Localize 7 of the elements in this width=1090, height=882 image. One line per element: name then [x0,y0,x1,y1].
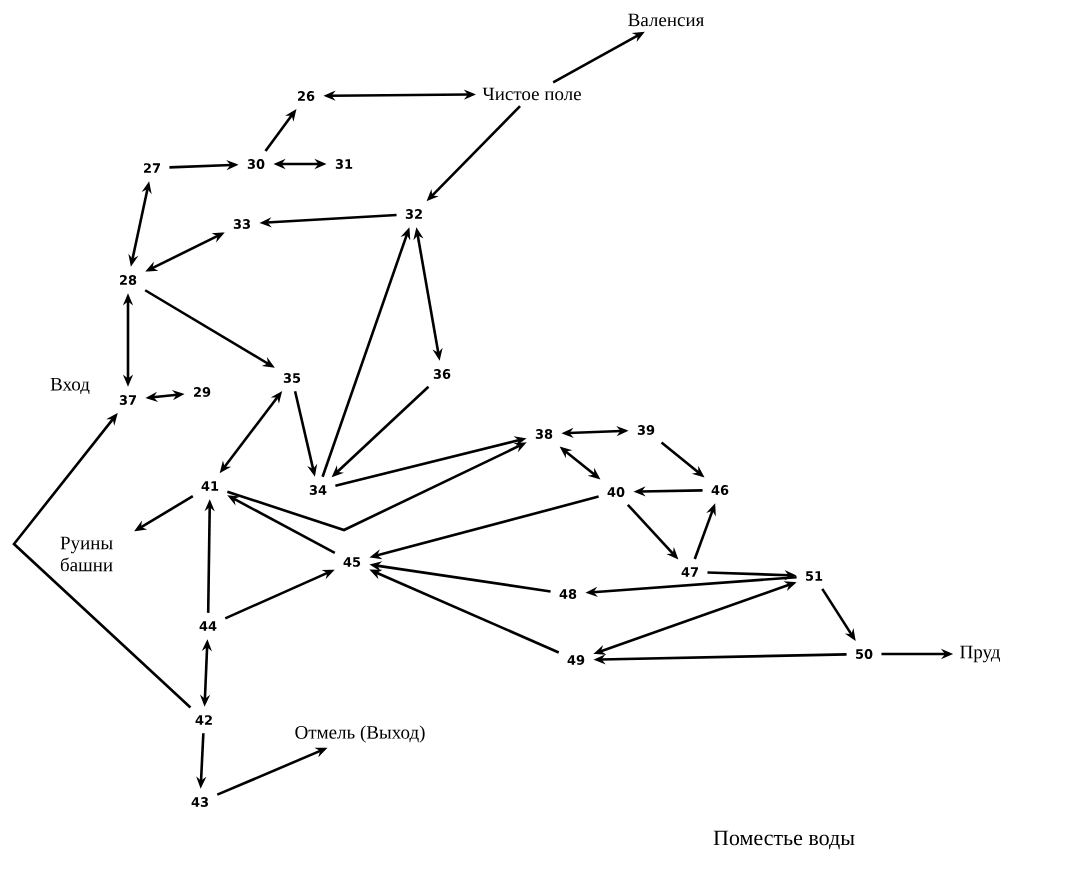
place-label: Валенсия [628,13,704,27]
place-label: Чистое поле [482,87,581,101]
map-title: Поместье воды [713,830,855,850]
place-label: Руины башни [60,536,113,572]
place-label: Пруд [960,645,1001,663]
place-label: Вход [50,377,90,395]
place-label: Отмель (Выход) [295,725,425,743]
